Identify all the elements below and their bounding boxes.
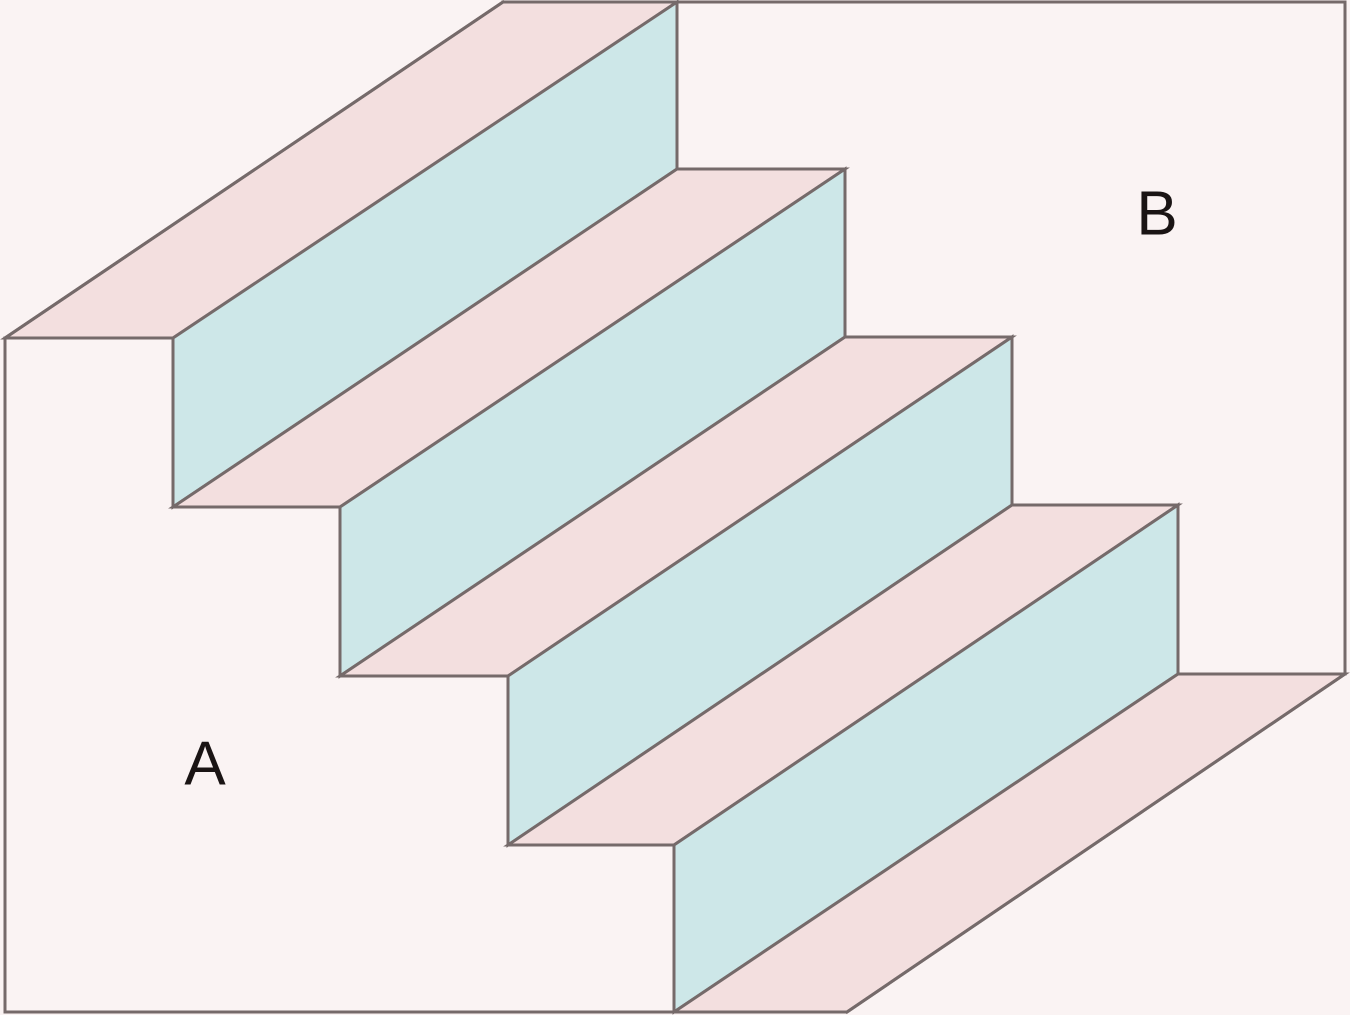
bottom-diagonal bbox=[844, 671, 1348, 1015]
staircase-silhouette bbox=[2, 0, 506, 341]
region-a-outline bbox=[3, 336, 676, 1014]
region-label-a: A bbox=[184, 729, 226, 798]
region-label-b: B bbox=[1136, 179, 1177, 248]
region-b-outline bbox=[675, 0, 1347, 676]
